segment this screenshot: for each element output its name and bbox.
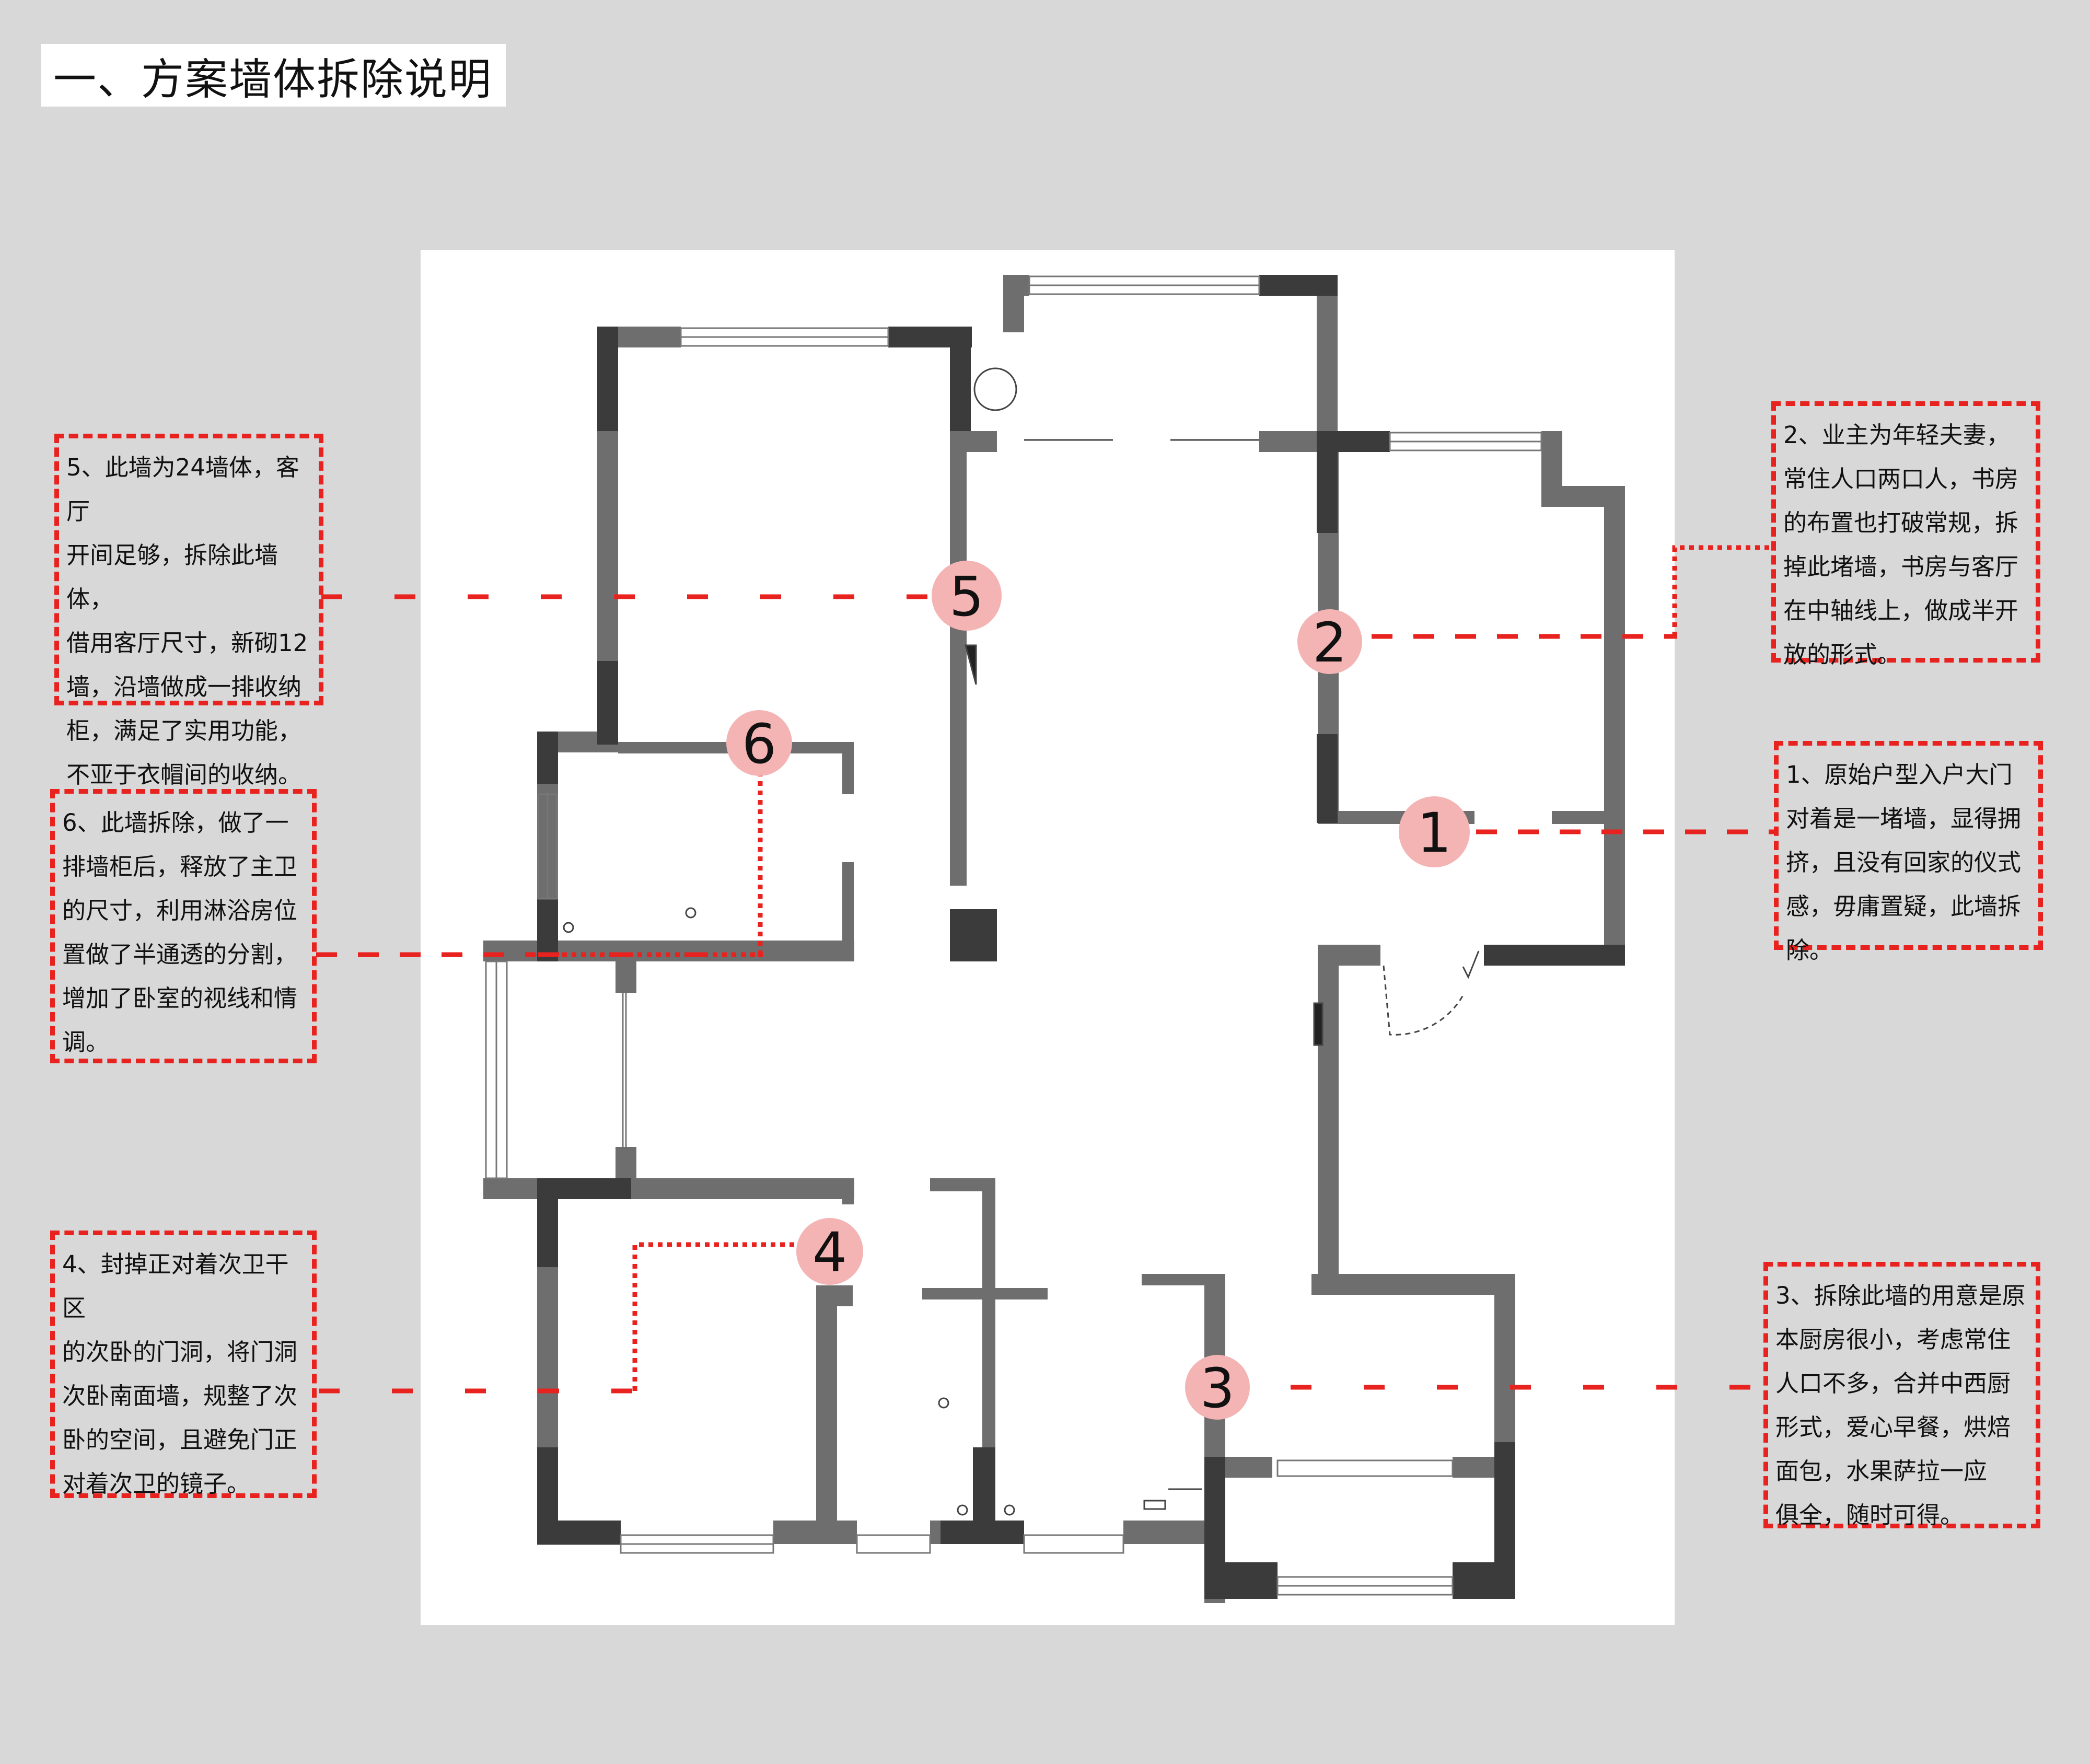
marker-3-circle [1185, 1355, 1250, 1420]
column-circle [973, 367, 1017, 411]
fixtures [563, 367, 1480, 1516]
note-3: 3、拆除此墙的用意是原 本厨房很小，考虑常住 人口不多，合并中西厨 形式，爱心早… [1763, 1262, 2040, 1529]
marker-4: 4 [812, 1221, 847, 1284]
note-2-text: 2、业主为年轻夫妻， 常住人口两口人，书房 的布置也打破常规，拆 掉此堵墙，书房… [1783, 421, 2019, 668]
note-6-text: 6、此墙拆除，做了一 排墙柜后，释放了主卫 的尺寸，利用淋浴房位 置做了半通透的… [62, 809, 298, 1056]
callout-lines [316, 545, 1774, 1394]
walls-mid [483, 275, 1625, 1603]
note-1-text: 1、原始户型入户大门 对着是一堵墙，显得拥 挤，且没有回家的仪式 感，毋庸置疑，… [1786, 761, 2022, 964]
marker-1: 1 [1417, 801, 1452, 865]
marker-2: 2 [1313, 611, 1347, 675]
note-4-text: 4、封掉正对着次卫干区 的次卧的门洞，将门洞 次卧南面墙，规整了次 卧的空间，且… [62, 1250, 298, 1498]
note-1: 1、原始户型入户大门 对着是一堵墙，显得拥 挤，且没有回家的仪式 感，毋庸置疑，… [1774, 741, 2043, 964]
marker-4-circle [796, 1218, 863, 1285]
marker-6-circle [726, 710, 792, 776]
marker-3: 3 [1200, 1356, 1235, 1420]
marker-2-circle [1297, 609, 1362, 674]
marker-5-circle [932, 561, 1002, 631]
page-title: 一、方案墙体拆除说明 [53, 54, 493, 105]
note-5-text: 5、此墙为24墙体，客厅 开间足够，拆除此墙体， 借用客厅尺寸，新砌12 墙，沿… [66, 454, 308, 788]
marker-1-circle [1399, 796, 1470, 867]
floor-plan-background [421, 250, 1675, 1625]
note-3-text: 3、拆除此墙的用意是原 本厨房很小，考虑常住 人口不多，合并中西厨 形式，爱心早… [1775, 1282, 2026, 1529]
note-2: 2、业主为年轻夫妻， 常住人口两口人，书房 的布置也打破常规，拆 掉此堵墙，书房… [1771, 401, 2040, 668]
marker-5: 5 [949, 565, 984, 629]
walls-dark [537, 275, 1625, 1599]
marker-6: 6 [742, 712, 776, 776]
note-4: 4、封掉正对着次卫干区 的次卧的门洞，将门洞 次卧南面墙，规整了次 卧的空间，且… [50, 1231, 317, 1498]
title-box: 一、方案墙体拆除说明 [41, 44, 506, 107]
note-5: 5、此墙为24墙体，客厅 开间足够，拆除此墙体， 借用客厅尺寸，新砌12 墙，沿… [54, 434, 323, 788]
note-6: 6、此墙拆除，做了一 排墙柜后，释放了主卫 的尺寸，利用淋浴房位 置做了半通透的… [50, 789, 317, 1063]
windows [485, 275, 1542, 1596]
markers: 5 6 2 1 4 3 [726, 561, 1470, 1420]
